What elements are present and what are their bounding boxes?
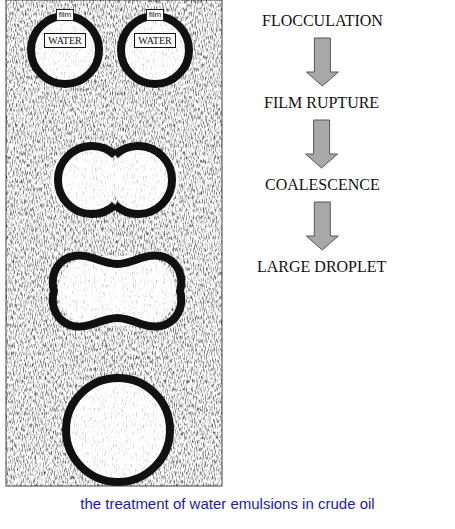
process-arrow [306,38,338,86]
water-label: WATER [44,33,85,48]
film-label: film [146,9,164,21]
water-label: WATER [134,33,175,48]
stage-label: LARGE DROPLET [255,256,388,278]
stage-label: FLOCCULATION [260,10,385,32]
stage-name: FILM RUPTURE [262,92,381,114]
process-arrow [306,202,338,250]
droplet-film-ring [27,12,103,88]
stage-name: LARGE DROPLET [255,256,388,278]
film-label: film [56,9,74,21]
water-droplet: filmWATER [27,12,103,88]
water-droplet: filmWATER [117,12,193,88]
process-arrow [306,120,338,168]
stage-name: COALESCENCE [263,174,382,196]
stage-label: COALESCENCE [263,174,382,196]
caption: the treatment of water emulsions in crud… [0,495,455,512]
droplet-film-ring [117,12,193,88]
stage-label: FILM RUPTURE [262,92,381,114]
stage-name: FLOCCULATION [260,10,385,32]
